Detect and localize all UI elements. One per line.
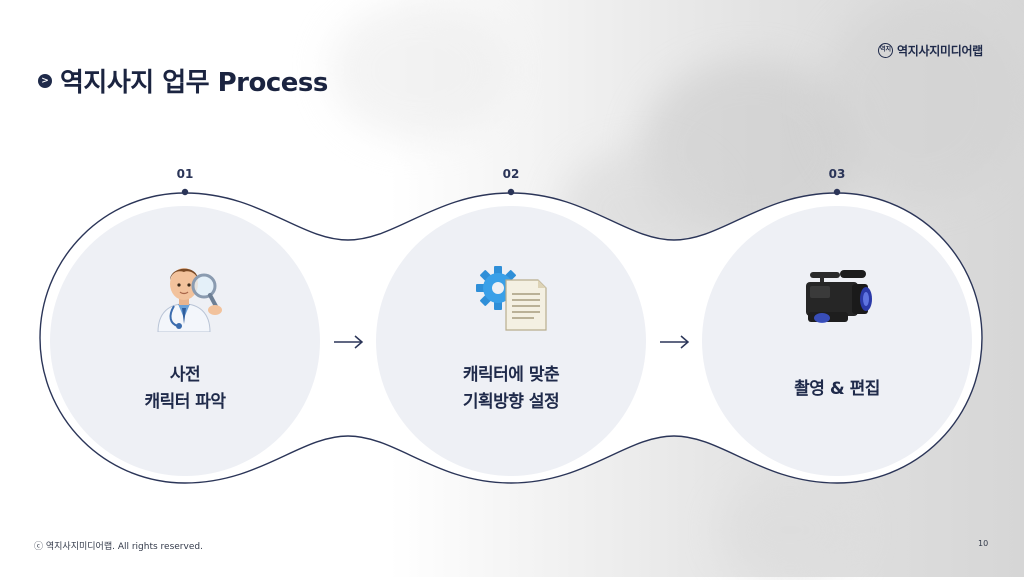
page-number: 10	[978, 539, 989, 548]
step-number-3: 03	[828, 167, 846, 181]
step-label-2: 캐릭터에 맞춘 기획방향 설정	[401, 362, 621, 416]
step-dot-1	[181, 188, 189, 196]
brand-logo: 역지 역지사지미디어랩	[878, 42, 983, 59]
slide-title-row: > 역지사지 업무 Process	[38, 62, 328, 99]
slide-title: 역지사지 업무 Process	[60, 68, 328, 98]
step-circle-1	[50, 206, 320, 476]
step-number-2: 02	[502, 167, 520, 181]
step-circle-2	[376, 206, 646, 476]
brand-name: 역지사지미디어랩	[897, 44, 983, 58]
footer-copyright: ⓒ 역지사지미디어랩. All rights reserved.	[34, 542, 203, 552]
step-number-1: 01	[176, 167, 194, 181]
doctor-magnifier-icon	[152, 258, 228, 336]
arrow-right-icon	[334, 335, 364, 349]
arrow-right-icon	[660, 335, 690, 349]
step-label-line: 촬영 & 편집	[794, 379, 880, 399]
step-dot-3	[833, 188, 841, 196]
background-blur	[820, 0, 1020, 200]
background-blur	[330, 0, 510, 140]
step-label-1: 사전 캐릭터 파악	[75, 362, 295, 416]
step-circle-3	[702, 206, 972, 476]
title-bullet-icon: >	[38, 73, 52, 88]
step-label-3: 촬영 & 편집	[727, 376, 947, 403]
gear-document-icon	[474, 264, 550, 336]
step-dot-2	[507, 188, 515, 196]
background-blur	[720, 480, 860, 580]
step-label-line: 캐릭터에 맞춘	[462, 365, 560, 385]
step-label-line: 기획방향 설정	[462, 392, 560, 412]
step-label-line: 사전	[169, 365, 201, 385]
video-camera-icon	[800, 268, 874, 334]
step-label-line: 캐릭터 파악	[144, 392, 226, 412]
logo-mark-icon: 역지	[878, 43, 893, 58]
